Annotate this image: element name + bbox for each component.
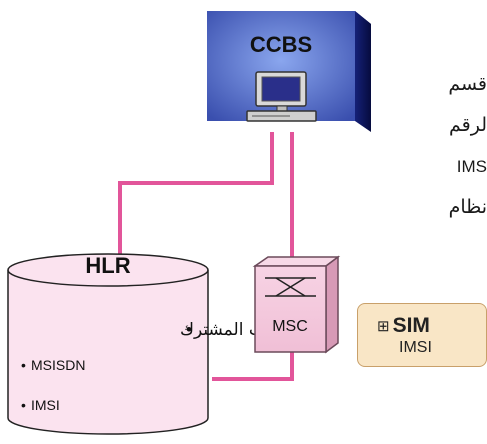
sim-chip-icon: ⊞ <box>377 318 390 335</box>
computer-icon <box>246 71 317 122</box>
sim-title-text: SIM <box>392 314 430 337</box>
ccbs-server-box <box>207 11 371 132</box>
connector-lines <box>118 132 294 381</box>
side-text-line: لرقم <box>449 114 487 136</box>
hlr-item-bullet: • <box>21 397 26 413</box>
ccbs-label: CCBS <box>250 32 312 57</box>
hlr-item-msisdn: MSISDN <box>31 357 85 373</box>
msc-label: MSC <box>272 318 308 335</box>
hlr-item-bullet: • <box>21 357 26 373</box>
ccbs-hlr-link <box>118 132 274 257</box>
hlr-database <box>7 253 209 435</box>
switch-icon <box>265 277 316 297</box>
side-text-line: IMS <box>456 157 487 176</box>
hlr-label: HLR <box>85 253 130 278</box>
hlr-item-imsi: IMSI <box>31 397 60 413</box>
side-text-line: قسم <box>448 73 487 95</box>
msc-switch-box <box>252 255 341 354</box>
side-text-line: نظام <box>448 196 487 218</box>
sim-card: ⊞SIM IMSI <box>357 303 487 367</box>
sim-title: ⊞SIM <box>377 314 430 338</box>
hlr-item-bullet: • <box>186 320 192 339</box>
msc-hlr-link <box>212 352 294 381</box>
sim-subtitle: IMSI <box>399 339 432 356</box>
